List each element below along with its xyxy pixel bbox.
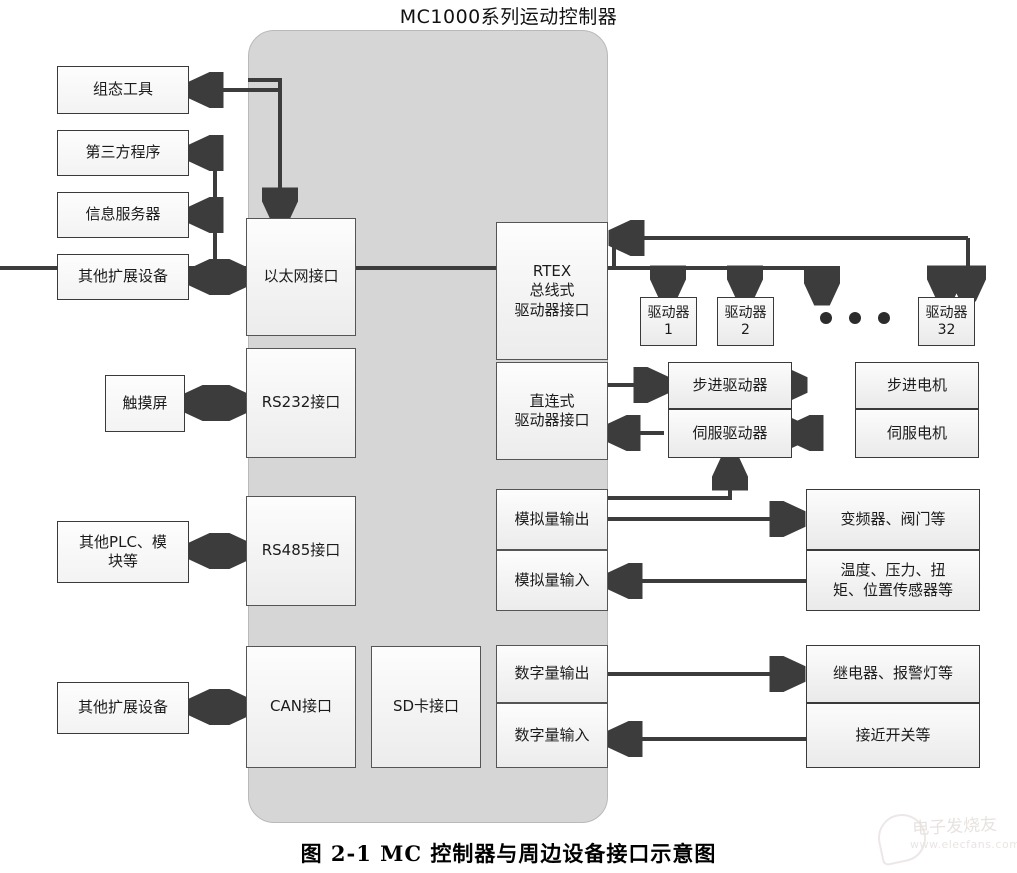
direct-driver-stepper[interactable]: 步进驱动器 xyxy=(668,362,792,409)
interface-box-sd-card[interactable]: SD卡接口 xyxy=(371,646,481,768)
driver-label: 驱动器 32 xyxy=(925,304,968,338)
interface-box-rtex-bus-driver[interactable]: RTEX 总线式 驱动器接口 xyxy=(496,222,608,360)
interface-label: 直连式 驱动器接口 xyxy=(514,391,590,429)
io-device-inverter-valve[interactable]: 变频器、阀门等 xyxy=(806,489,980,550)
interface-box-analog-input[interactable]: 模拟量输入 xyxy=(496,550,608,611)
watermark-url: www.elecfans.com xyxy=(910,838,1017,851)
page-title: MC1000系列运动控制器 xyxy=(399,6,618,28)
peripheral-label: 其他扩展设备 xyxy=(77,698,168,717)
peripheral-label: 其他扩展设备 xyxy=(77,267,168,286)
rtex-driver-2[interactable]: 驱动器 2 xyxy=(717,297,774,346)
io-device-label: 继电器、报警灯等 xyxy=(832,664,953,683)
rtex-driver-1[interactable]: 驱动器 1 xyxy=(640,297,697,346)
direct-driver-servo[interactable]: 伺服驱动器 xyxy=(668,409,792,458)
peripheral-box-other-expansion-top[interactable]: 其他扩展设备 xyxy=(57,254,189,300)
interface-box-analog-output[interactable]: 模拟量输出 xyxy=(496,489,608,550)
interface-label: 数字量输入 xyxy=(514,725,590,744)
peripheral-box-info-server[interactable]: 信息服务器 xyxy=(57,192,189,238)
interface-box-digital-output[interactable]: 数字量输出 xyxy=(496,645,608,703)
driver-label: 伺服驱动器 xyxy=(692,423,768,442)
driver-label: 驱动器 1 xyxy=(647,304,690,338)
peripheral-box-other-plc-modules[interactable]: 其他PLC、模 块等 xyxy=(57,521,189,583)
io-device-label: 接近开关等 xyxy=(855,725,931,744)
interface-box-ethernet[interactable]: 以太网接口 xyxy=(246,218,356,336)
io-device-label: 温度、压力、扭 矩、位置传感器等 xyxy=(832,561,953,599)
interface-box-rs485[interactable]: RS485接口 xyxy=(246,496,356,606)
interface-label: 模拟量输入 xyxy=(514,570,590,589)
interface-label: 模拟量输出 xyxy=(514,509,590,528)
watermark: 电子发烧友 www.elecfans.com xyxy=(873,800,1017,870)
motor-stepper[interactable]: 步进电机 xyxy=(855,362,979,409)
driver-label: 步进驱动器 xyxy=(692,375,768,394)
io-device-relay-alarm[interactable]: 继电器、报警灯等 xyxy=(806,645,980,703)
watermark-text: 电子发烧友 xyxy=(911,814,998,840)
peripheral-label: 组态工具 xyxy=(92,80,153,99)
interface-label: RS485接口 xyxy=(261,541,341,560)
peripheral-box-config-tool[interactable]: 组态工具 xyxy=(57,66,189,114)
peripheral-label: 触摸屏 xyxy=(122,393,168,412)
rtex-driver-32[interactable]: 驱动器 32 xyxy=(918,297,975,346)
peripheral-box-other-expansion-bottom[interactable]: 其他扩展设备 xyxy=(57,682,189,734)
peripheral-box-touch-screen[interactable]: 触摸屏 xyxy=(105,375,185,432)
interface-label: RTEX 总线式 驱动器接口 xyxy=(514,262,590,319)
driver-label: 驱动器 2 xyxy=(724,304,767,338)
interface-box-direct-driver[interactable]: 直连式 驱动器接口 xyxy=(496,362,608,460)
ellipsis-dots-icon xyxy=(820,308,890,328)
interface-box-can[interactable]: CAN接口 xyxy=(246,646,356,768)
io-device-proximity-switch[interactable]: 接近开关等 xyxy=(806,703,980,768)
interface-box-digital-input[interactable]: 数字量输入 xyxy=(496,703,608,768)
figure-caption: 图 2-1 MC 控制器与周边设备接口示意图 xyxy=(300,841,717,866)
io-device-sensors[interactable]: 温度、压力、扭 矩、位置传感器等 xyxy=(806,550,980,611)
interface-label: CAN接口 xyxy=(270,697,332,716)
motor-label: 伺服电机 xyxy=(886,423,947,442)
peripheral-box-third-party-program[interactable]: 第三方程序 xyxy=(57,130,189,176)
interface-label: SD卡接口 xyxy=(392,697,460,716)
interface-label: RS232接口 xyxy=(261,393,341,412)
motor-label: 步进电机 xyxy=(886,375,947,394)
interface-label: 以太网接口 xyxy=(263,267,339,286)
peripheral-label: 第三方程序 xyxy=(85,143,161,162)
peripheral-label: 其他PLC、模 块等 xyxy=(79,532,167,570)
interface-label: 数字量输出 xyxy=(514,664,590,683)
io-device-label: 变频器、阀门等 xyxy=(840,509,946,528)
peripheral-label: 信息服务器 xyxy=(85,205,161,224)
motor-servo[interactable]: 伺服电机 xyxy=(855,409,979,458)
interface-box-rs232[interactable]: RS232接口 xyxy=(246,348,356,458)
